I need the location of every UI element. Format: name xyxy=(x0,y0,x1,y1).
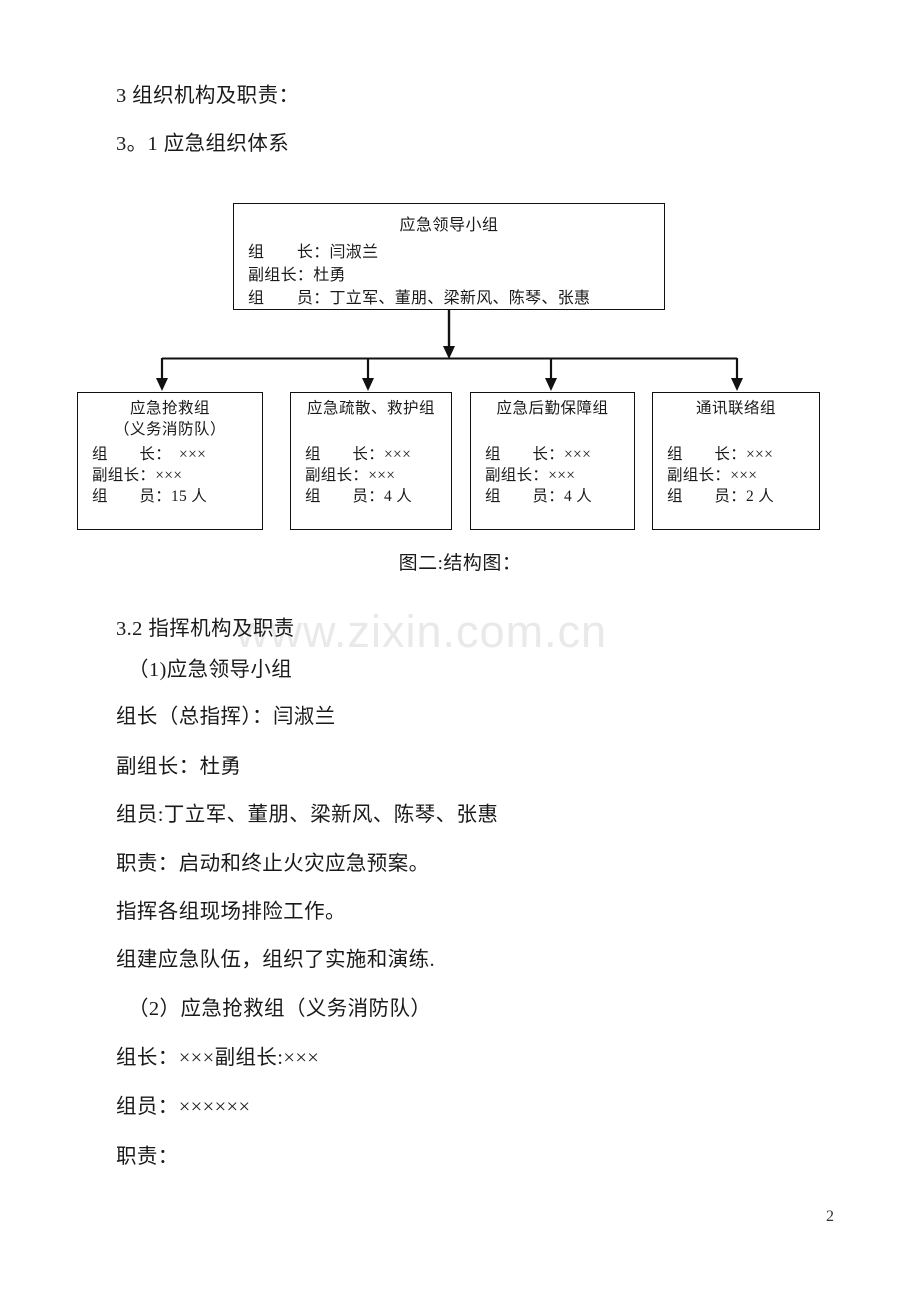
heading-section-3-1: 3。1 应急组织体系 xyxy=(116,133,290,155)
org-node-deputy-leader: 副组长：××× xyxy=(305,466,396,484)
drop-arrowhead-2 xyxy=(362,378,374,391)
org-node-deputy-leader: 副组长：××× xyxy=(667,466,758,484)
body-paragraph: 组建应急队伍，组织了实施和演练. xyxy=(116,949,436,971)
org-node-members: 组 员：丁立军、董朋、梁新风、陈琴、张惠 xyxy=(248,290,591,308)
org-node-leader: 组 长：××× xyxy=(485,445,592,463)
body-paragraph: 指挥各组现场排险工作。 xyxy=(116,901,346,923)
org-node-leader: 组 长：闫淑兰 xyxy=(248,244,379,261)
body-paragraph: （2）应急抢救组（义务消防队） xyxy=(128,998,432,1020)
org-node-members: 组 员：2 人 xyxy=(667,487,775,505)
org-node-members: 组 员：15 人 xyxy=(92,487,208,505)
org-node-title: 应急抢救组 xyxy=(129,400,210,417)
org-node-logistics-group: 应急后勤保障组 组 长：××× 副组长：××× 组 员：4 人 xyxy=(470,392,635,530)
org-node-evacuation-group: 应急疏散、救护组 组 长：××× 副组长：××× 组 员：4 人 xyxy=(290,392,452,530)
org-node-leader: 组 长：××× xyxy=(667,445,774,463)
body-paragraph: 组员：×××××× xyxy=(116,1096,251,1118)
org-node-title: 应急疏散、救护组 xyxy=(306,400,435,417)
page-number: 2 xyxy=(826,1208,834,1225)
heading-section-3-2: 3.2 指挥机构及职责 xyxy=(116,618,295,640)
org-node-deputy-leader: 副组长：杜勇 xyxy=(248,267,346,285)
org-node-members: 组 员：4 人 xyxy=(305,487,413,505)
body-paragraph: 副组长：杜勇 xyxy=(116,756,242,778)
figure-caption: 图二:结构图： xyxy=(398,553,522,574)
body-paragraph: 组长：×××副组长:××× xyxy=(116,1047,320,1069)
org-node-leadership-group: 应急领导小组 组 长：闫淑兰 副组长：杜勇 组 员：丁立军、董朋、梁新风、陈琴、… xyxy=(233,203,665,310)
org-node-title: 应急后勤保障组 xyxy=(496,400,609,417)
watermark-text: www.zixin.com.cn xyxy=(236,606,608,657)
body-paragraph: 组员:丁立军、董朋、梁新风、陈琴、张惠 xyxy=(116,804,499,826)
body-paragraph: 职责：启动和终止火灾应急预案。 xyxy=(116,853,430,875)
org-node-deputy-leader: 副组长：××× xyxy=(485,466,576,484)
org-node-members: 组 员：4 人 xyxy=(485,487,593,505)
org-node-deputy-leader: 副组长：××× xyxy=(92,466,183,484)
org-node-leader: 组 长：××× xyxy=(305,445,412,463)
drop-arrowhead-3 xyxy=(545,378,557,391)
heading-section-3: 3 组织机构及职责： xyxy=(116,85,300,107)
org-node-title: 通讯联络组 xyxy=(695,400,776,417)
trunk-arrowhead xyxy=(443,346,455,359)
org-node-rescue-group: 应急抢救组 （义务消防队） 组 长： ××× 副组长：××× 组 员：15 人 xyxy=(77,392,263,530)
org-node-subtitle: （义务消防队） xyxy=(113,420,226,438)
org-node-communication-group: 通讯联络组 组 长：××× 副组长：××× 组 员：2 人 xyxy=(652,392,820,530)
drop-arrowhead-1 xyxy=(156,378,168,391)
org-node-title: 应急领导小组 xyxy=(399,217,499,234)
body-paragraph: （1)应急领导小组 xyxy=(128,659,293,681)
drop-arrowhead-4 xyxy=(731,378,743,391)
body-paragraph: 职责： xyxy=(116,1146,179,1168)
org-node-leader: 组 长： ××× xyxy=(92,445,207,463)
body-paragraph: 组长（总指挥）：闫淑兰 xyxy=(116,706,336,728)
